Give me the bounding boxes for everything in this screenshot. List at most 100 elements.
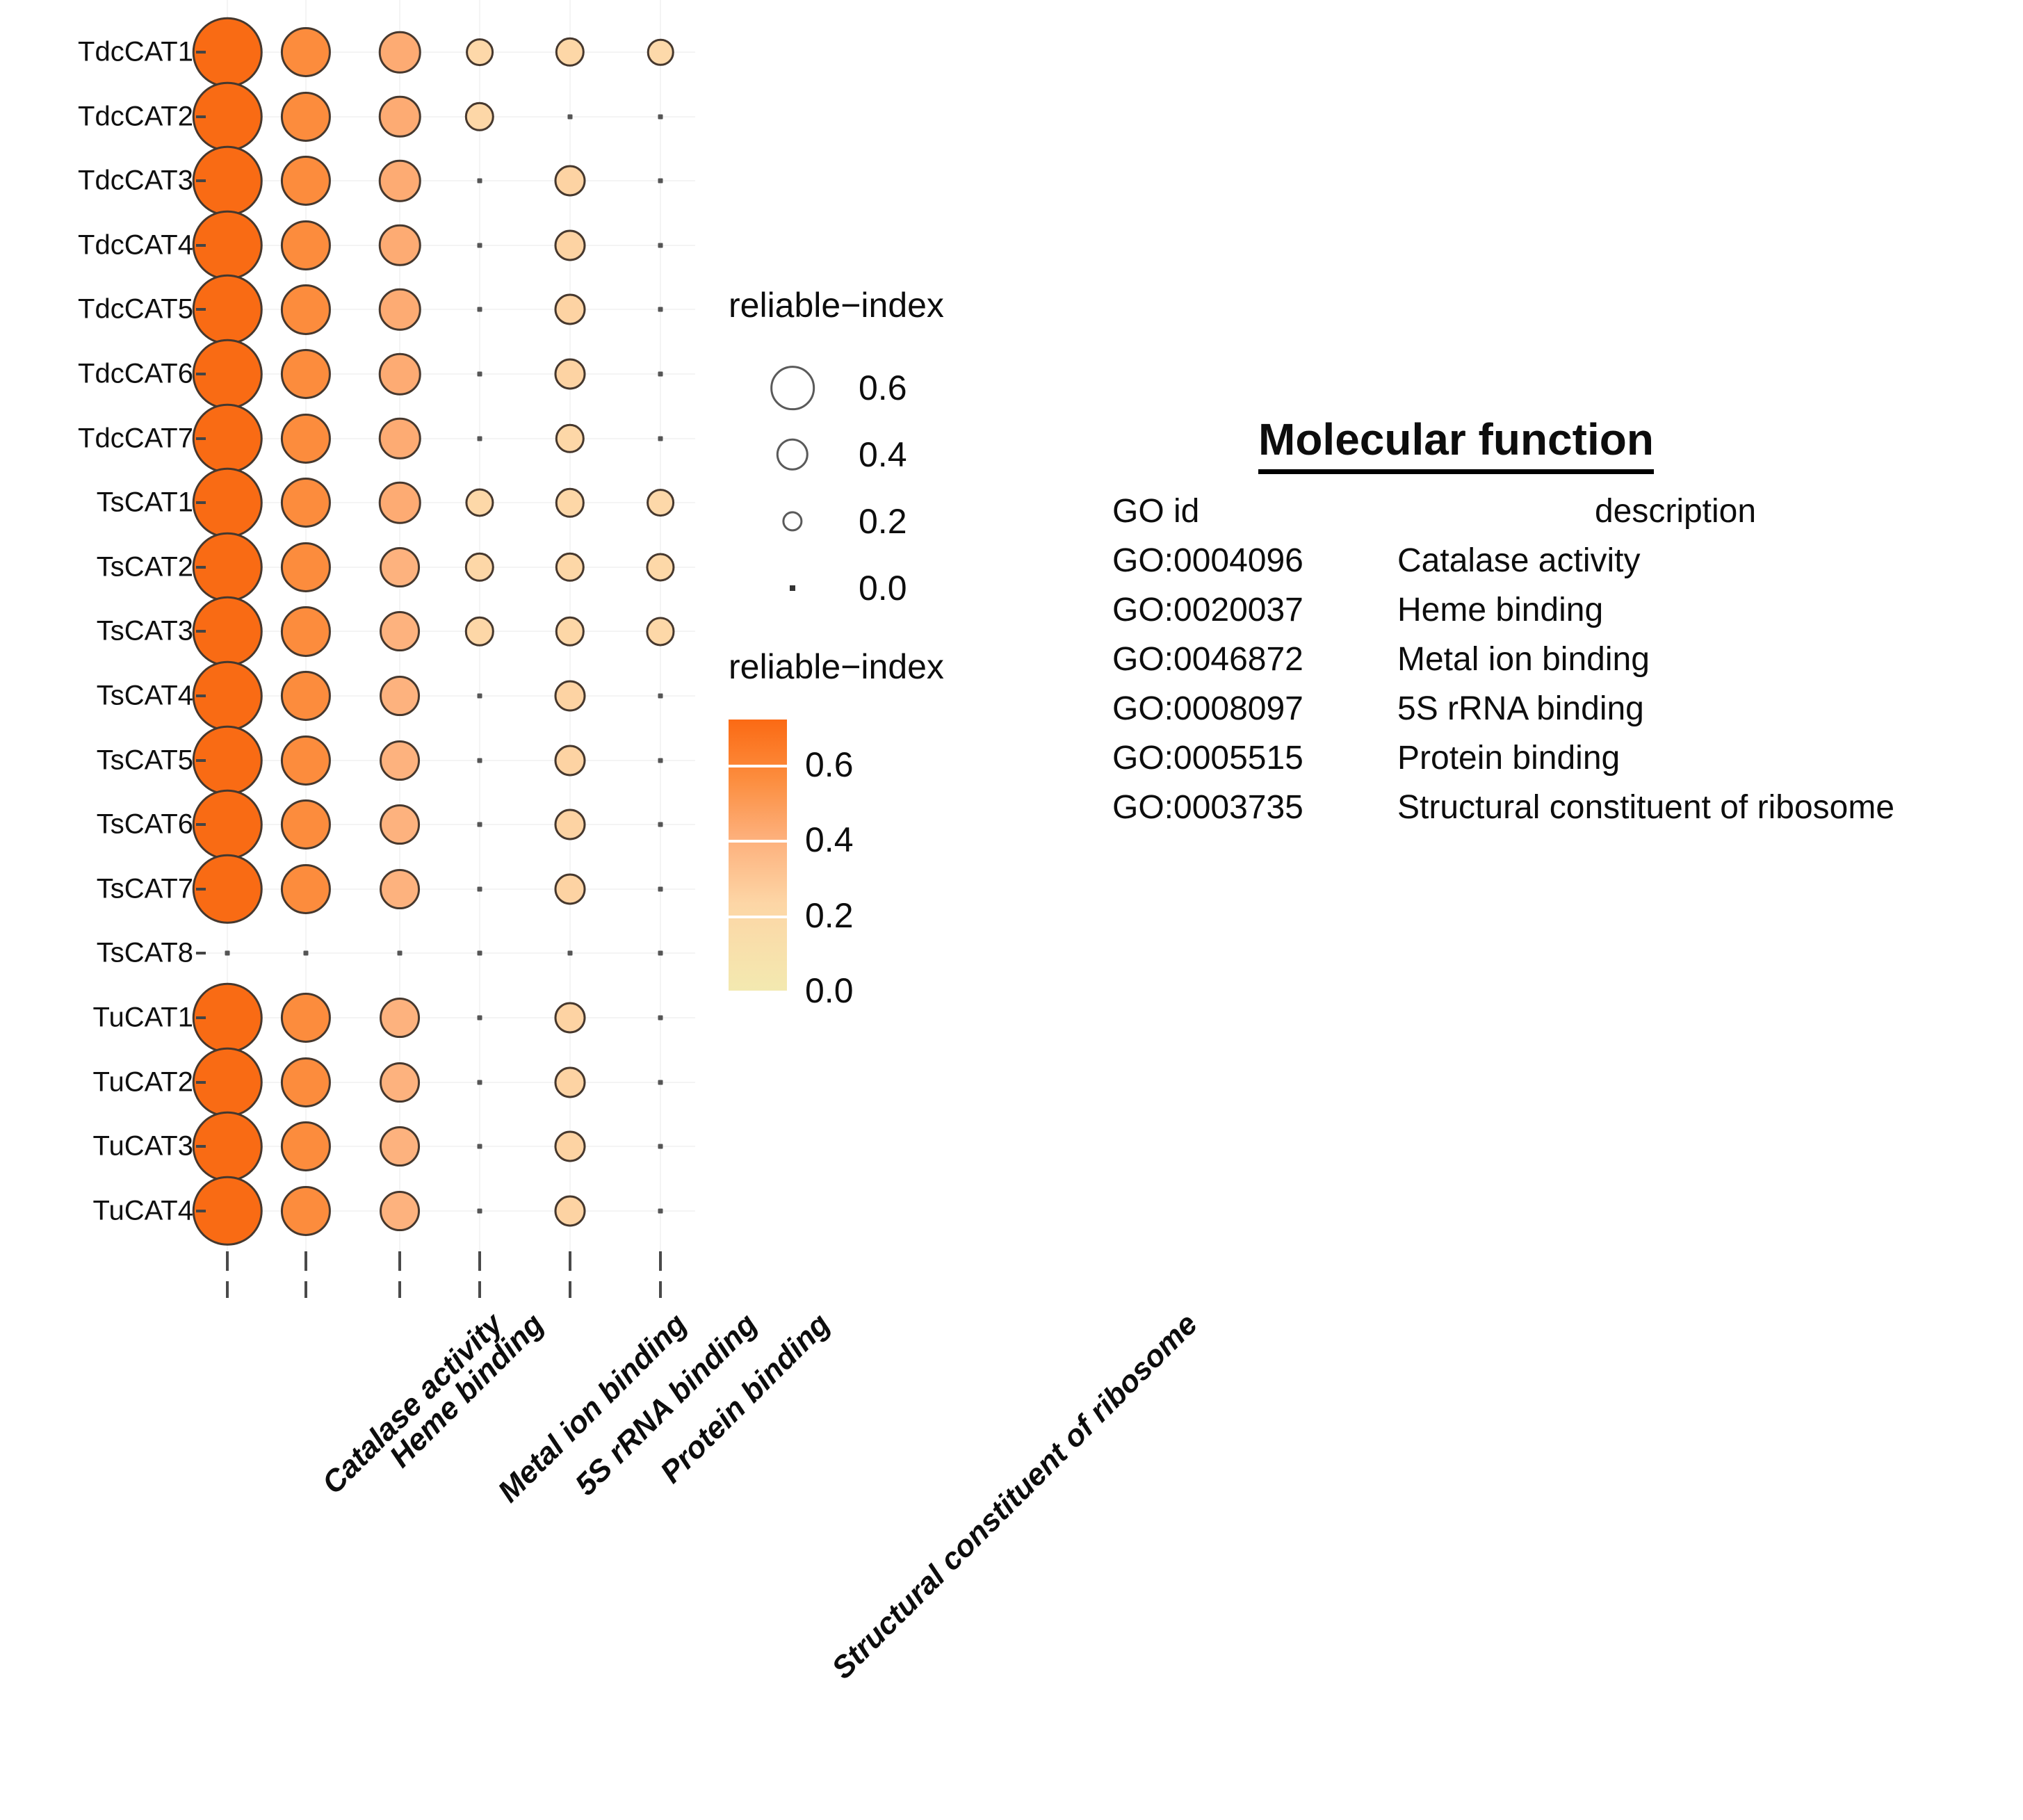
bubble-empty bbox=[477, 178, 482, 184]
bubble-marker[interactable] bbox=[280, 348, 332, 400]
gridline-horizontal bbox=[195, 244, 695, 246]
bubble-marker[interactable] bbox=[280, 284, 332, 335]
bubble-empty bbox=[658, 886, 663, 892]
size-legend-circle bbox=[782, 511, 803, 532]
bubble-marker[interactable] bbox=[280, 91, 332, 142]
bubble-empty bbox=[477, 436, 482, 441]
size-legend-circle bbox=[770, 366, 815, 410]
bubble-empty bbox=[658, 1015, 663, 1021]
y-axis-label-tscat6: TsCAT6 bbox=[96, 809, 193, 840]
bubble-marker[interactable] bbox=[554, 745, 586, 777]
bubble-marker[interactable] bbox=[280, 1057, 332, 1107]
bubble-marker[interactable] bbox=[378, 95, 421, 138]
bubble-marker[interactable] bbox=[380, 1190, 420, 1231]
bubble-marker[interactable] bbox=[554, 873, 586, 905]
y-axis-tick bbox=[196, 243, 206, 247]
bubble-marker[interactable] bbox=[554, 1002, 586, 1034]
colorbar-tick bbox=[729, 765, 787, 767]
bubble-empty bbox=[477, 822, 482, 827]
bubble-marker[interactable] bbox=[280, 799, 332, 850]
bubble-empty bbox=[658, 693, 663, 699]
bubble-marker[interactable] bbox=[554, 229, 586, 261]
bubble-marker[interactable] bbox=[192, 1047, 263, 1117]
bubble-marker[interactable] bbox=[555, 423, 585, 453]
y-axis-tick bbox=[196, 630, 206, 633]
bubble-marker[interactable] bbox=[280, 992, 332, 1043]
bubble-marker[interactable] bbox=[380, 611, 420, 652]
bubble-marker[interactable] bbox=[464, 552, 495, 582]
bubble-marker[interactable] bbox=[280, 156, 332, 206]
x-axis-tick bbox=[226, 1281, 229, 1298]
bubble-marker[interactable] bbox=[465, 488, 494, 517]
x-axis-tick bbox=[304, 1251, 307, 1271]
bubble-marker[interactable] bbox=[555, 487, 585, 518]
bubble-marker[interactable] bbox=[554, 358, 586, 390]
bubble-marker[interactable] bbox=[280, 1121, 332, 1172]
x-axis-tick bbox=[569, 1281, 571, 1298]
gridline-horizontal bbox=[195, 888, 695, 890]
bubble-marker[interactable] bbox=[380, 740, 420, 781]
bubble-marker[interactable] bbox=[378, 289, 421, 331]
gridline-horizontal bbox=[195, 759, 695, 761]
bubble-marker[interactable] bbox=[280, 670, 332, 722]
bubble-marker[interactable] bbox=[554, 1130, 586, 1162]
bubble-empty bbox=[567, 950, 573, 956]
bubble-marker[interactable] bbox=[464, 617, 495, 647]
bubble-marker[interactable] bbox=[280, 606, 332, 657]
size-legend-value: 0.2 bbox=[859, 502, 907, 541]
bubble-marker[interactable] bbox=[554, 809, 586, 840]
bubble-marker[interactable] bbox=[466, 38, 494, 66]
bubble-marker[interactable] bbox=[378, 159, 421, 202]
bubble-marker[interactable] bbox=[647, 489, 674, 517]
gridline-horizontal bbox=[195, 502, 695, 504]
x-axis-tick bbox=[304, 1281, 307, 1298]
y-axis-tick bbox=[196, 823, 206, 827]
bubble-marker[interactable] bbox=[380, 868, 420, 909]
bubble-empty bbox=[303, 950, 309, 956]
bubble-marker[interactable] bbox=[380, 1126, 420, 1167]
bubble-marker[interactable] bbox=[554, 680, 586, 712]
bubble-marker[interactable] bbox=[280, 542, 332, 592]
bubble-marker[interactable] bbox=[378, 481, 421, 524]
x-axis-tick bbox=[569, 1251, 571, 1271]
bubble-marker[interactable] bbox=[280, 863, 332, 914]
x-axis-tick bbox=[659, 1281, 662, 1298]
bubble-marker[interactable] bbox=[380, 998, 420, 1038]
size-legend-key: 0.4 bbox=[716, 421, 1008, 488]
bubble-empty bbox=[567, 114, 573, 120]
size-legend-key: 0.2 bbox=[716, 488, 1008, 555]
bubble-marker[interactable] bbox=[280, 26, 332, 78]
bubble-empty bbox=[477, 1208, 482, 1214]
bubble-marker[interactable] bbox=[555, 37, 585, 67]
bubble-marker[interactable] bbox=[280, 220, 332, 270]
bubble-marker[interactable] bbox=[554, 165, 586, 197]
bubble-marker[interactable] bbox=[555, 617, 585, 647]
bubble-marker[interactable] bbox=[378, 352, 421, 396]
bubble-marker[interactable] bbox=[380, 676, 420, 716]
bubble-marker[interactable] bbox=[464, 101, 495, 131]
y-axis-label-tscat7: TsCAT7 bbox=[96, 873, 193, 904]
bubble-marker[interactable] bbox=[280, 1185, 332, 1236]
bubble-marker[interactable] bbox=[380, 546, 420, 587]
cell-go-id: GO:0008097 bbox=[1112, 690, 1303, 727]
bubble-marker[interactable] bbox=[378, 417, 421, 460]
bubble-marker[interactable] bbox=[554, 1195, 586, 1227]
bubble-marker[interactable] bbox=[378, 224, 421, 267]
y-axis-tick bbox=[196, 437, 206, 440]
bubble-marker[interactable] bbox=[554, 1066, 586, 1098]
bubble-marker[interactable] bbox=[646, 553, 675, 582]
y-axis-tick bbox=[196, 952, 206, 955]
y-axis-label-tscat8: TsCAT8 bbox=[96, 937, 193, 968]
bubble-marker[interactable] bbox=[555, 552, 585, 582]
bubble-marker[interactable] bbox=[280, 478, 332, 528]
gridline-horizontal bbox=[195, 1146, 695, 1148]
bubble-marker[interactable] bbox=[554, 293, 586, 325]
bubble-marker[interactable] bbox=[378, 31, 421, 74]
bubble-marker[interactable] bbox=[647, 38, 674, 66]
bubble-marker[interactable] bbox=[380, 804, 420, 845]
bubble-marker[interactable] bbox=[380, 1062, 420, 1103]
bubble-marker[interactable] bbox=[280, 413, 332, 464]
bubble-marker[interactable] bbox=[646, 617, 675, 646]
bubble-marker[interactable] bbox=[280, 735, 332, 786]
